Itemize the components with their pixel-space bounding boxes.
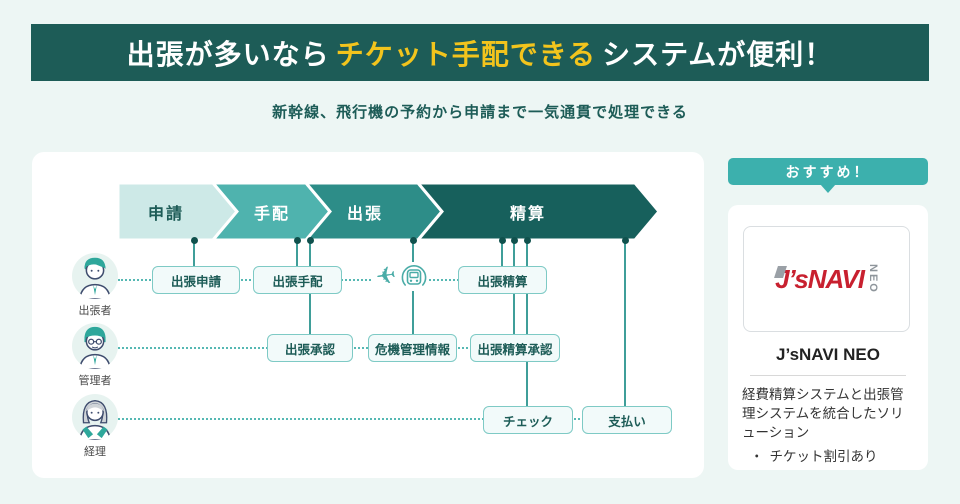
hero-banner: 出張が多いなら チケット手配できる システムが便利！ [31, 24, 929, 81]
product-name: J’sNAVI NEO [776, 345, 880, 364]
train-icon [400, 262, 428, 291]
process-chevron-bar [118, 183, 661, 240]
banner-text-suffix: システムが便利！ [602, 38, 834, 70]
box-trip-settle: 出張精算 [458, 266, 547, 294]
connector-line [624, 240, 626, 406]
connector-dot [621, 236, 629, 244]
stage-shape-tehai [211, 183, 332, 240]
traveler-person-illustration [78, 257, 112, 299]
box-check: チェック [483, 406, 573, 434]
actor-label-accounting: 経理 [84, 446, 106, 458]
connector-line [526, 240, 528, 406]
avatar-traveler [72, 253, 118, 299]
box-trip-request: 出張申請 [152, 266, 240, 294]
connector-dot [510, 236, 518, 244]
accounting-person-illustration [78, 400, 112, 440]
stage-label-shucchou: 出張 [346, 206, 384, 223]
avatar-accounting [72, 394, 118, 440]
stage-label-shinsei: 申請 [147, 206, 185, 223]
banner-text-highlight: チケット手配できる [335, 38, 597, 70]
connector-dot [306, 236, 314, 244]
feature-text: チケット割引あり [769, 449, 878, 464]
product-logo: J’sNAVI NEO [743, 226, 910, 332]
logo-text: J’sNAVI [775, 263, 865, 294]
flow-diagram-panel: 申請 手配 出張 精算 [32, 152, 704, 478]
connector-line [296, 240, 298, 266]
connector-line [193, 240, 195, 266]
box-trip-approve: 出張承認 [267, 334, 353, 362]
connector-dot [409, 236, 417, 244]
connector-dot [190, 236, 198, 244]
connector-dot [523, 236, 531, 244]
subtitle: 新幹線、飛行機の予約から申請まで一気通貫で処理できる [272, 104, 688, 121]
box-settle-approve: 出張精算承認 [470, 334, 560, 362]
stage-shape-shucchou [304, 183, 444, 240]
banner-text-prefix: 出張が多いなら [126, 38, 330, 70]
logo-neo-vertical-text: NEO [866, 264, 879, 294]
stage-shape-seisan [416, 183, 661, 240]
box-risk-info: 危機管理情報 [368, 334, 457, 362]
connector-line [501, 240, 503, 267]
divider [750, 375, 906, 376]
stage-label-seisan: 精算 [509, 206, 547, 223]
stage-label-tehai: 手配 [253, 206, 291, 223]
avatar-manager [72, 323, 118, 369]
product-description: 経費精算システムと出張管理システムを統合したソリューション [742, 387, 904, 441]
manager-person-illustration [78, 326, 112, 369]
actor-label-manager: 管理者 [78, 375, 112, 387]
box-payment: 支払い [582, 406, 672, 434]
actor-label-traveler: 出張者 [78, 305, 112, 317]
box-trip-arrange: 出張手配 [253, 266, 342, 294]
product-card[interactable]: J’sNAVI NEO J’sNAVI NEO 経費精算システムと出張管理システ… [728, 205, 928, 470]
connector-dot [293, 236, 301, 244]
recommend-badge: おすすめ！ [728, 158, 928, 185]
feature-item: ・チケット割引あり [750, 445, 920, 465]
connector-dot [498, 236, 506, 244]
airplane-icon: ✈ [372, 261, 401, 291]
swimlane-dotted-line-accounting [118, 418, 584, 420]
bullet-icon: ・ [750, 449, 764, 464]
